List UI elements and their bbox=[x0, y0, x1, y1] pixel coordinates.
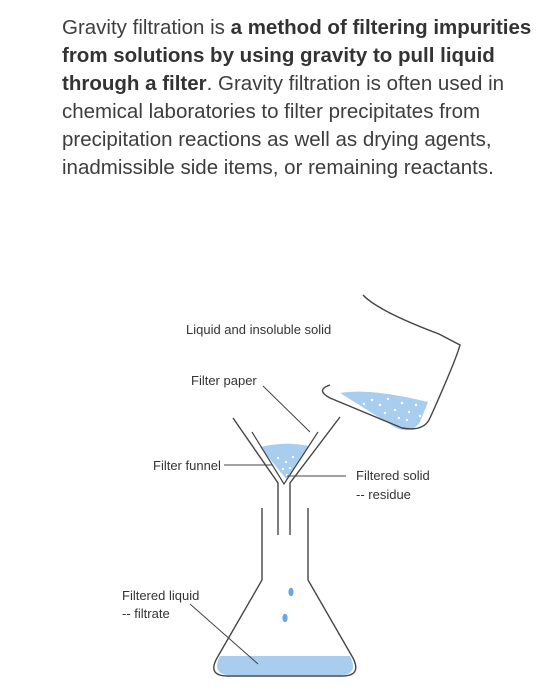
description-paragraph: Gravity filtration is a method of filter… bbox=[62, 14, 532, 182]
label-residue: -- residue bbox=[356, 487, 411, 502]
filtrate-drop-1 bbox=[288, 587, 294, 597]
paragraph-lead: Gravity filtration is bbox=[62, 16, 231, 39]
label-liquid-and-solid: Liquid and insoluble solid bbox=[186, 322, 331, 337]
filter-paper-cone bbox=[251, 431, 319, 486]
funnel-residue-dots bbox=[276, 455, 295, 477]
label-filtrate: -- filtrate bbox=[122, 606, 170, 621]
filtrate-drop-2 bbox=[282, 613, 288, 623]
beaker-sediment-dots bbox=[362, 397, 422, 422]
conical-flask bbox=[213, 508, 357, 677]
funnel-liquid bbox=[260, 443, 309, 480]
label-filtered-liquid: Filtered liquid bbox=[122, 588, 199, 603]
beaker-outline bbox=[321, 294, 461, 430]
gravity-filtration-diagram: Liquid and insoluble solid Filter paper … bbox=[122, 294, 461, 677]
paragraph-rest: . Gravity filtration is often used in ch… bbox=[62, 72, 505, 179]
label-filter-funnel: Filter funnel bbox=[153, 458, 221, 473]
flask-liquid bbox=[217, 656, 354, 675]
label-filter-paper: Filter paper bbox=[191, 373, 257, 388]
leader-lines bbox=[189, 385, 346, 665]
beaker-liquid bbox=[340, 391, 428, 430]
label-filtered-solid: Filtered solid bbox=[356, 468, 430, 483]
pouring-beaker bbox=[321, 294, 461, 430]
funnel-outline bbox=[232, 416, 341, 535]
filter-funnel bbox=[232, 416, 341, 535]
paragraph-bold-definition: a method of filtering impurities from so… bbox=[62, 16, 532, 95]
flask-outline bbox=[213, 508, 357, 677]
